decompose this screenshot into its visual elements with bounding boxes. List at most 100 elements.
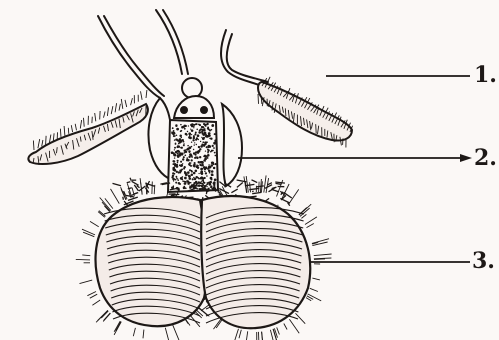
stipple-dot [201,168,203,170]
stipple-dot [194,144,195,145]
stipple-dot [202,126,204,128]
stipple-dot [198,178,200,180]
stipple-dot [205,126,206,127]
stipple-dot [196,123,198,125]
stipple-dot [205,166,208,169]
head-cap [174,96,214,118]
stipple-dot [173,135,175,137]
hair [165,328,168,340]
stipple-dot [188,175,189,176]
stipple-dot [188,125,189,126]
left-eye-dot [181,107,187,113]
left-tarsal-pad [28,90,147,165]
hair [246,331,248,340]
stipple-dot [177,162,179,164]
pad-hair [125,100,127,107]
stipple-dot [182,163,183,164]
hair [92,300,100,305]
stipple-dot [186,159,189,162]
pad-hair [285,108,286,116]
stipple-dot [198,131,201,134]
stipple-dot [206,146,208,148]
stippled-neck [168,120,218,192]
stipple-dot [184,166,186,168]
stipple-dot [180,161,182,163]
stipple-dot [179,164,181,166]
stipple-dot [204,128,206,130]
stipple-dot [206,123,208,125]
stipple-dot [199,156,201,158]
stipple-dot [201,164,204,167]
stipple-dot [182,158,184,160]
pad-hair [316,124,317,134]
stipple-dot [212,145,214,147]
stipple-dot [177,150,179,152]
pad-hair [146,90,147,98]
hair [90,221,99,226]
stipple-dot [191,146,193,148]
stipple-dot [186,151,187,152]
label-3: 3. [472,250,495,272]
stipple-dot [187,171,190,174]
stipple-dot [204,171,205,172]
stipple-dot [193,172,196,175]
junction-hair [134,193,138,194]
pad-hair [71,125,72,132]
hair [96,310,108,322]
stipple-dot [178,153,181,156]
stipple-dot [214,152,216,154]
pad-hair [75,124,76,131]
stipple-dot [198,173,199,174]
stipple-dot [190,154,192,156]
stipple-dot [204,158,207,161]
stipple-dot [204,155,207,158]
hair [239,330,241,339]
stipple-dot [191,170,193,172]
right-clamp [222,104,242,186]
stipple-dot [197,152,199,154]
left-leg-upper-inner [104,16,164,96]
pad-hair [104,112,106,118]
label-2: 2. [474,147,497,169]
stipple-dot [171,151,174,154]
stipple-dot [194,133,196,135]
stipple-dot [194,142,195,143]
pad-hair [68,128,69,134]
pad-hair [131,98,133,105]
stipple-dot [184,182,187,185]
stipple-dot [213,167,215,169]
hair [140,178,142,194]
stipple-dot [191,174,194,177]
stipple-dot [201,171,203,173]
central-stalk-right [163,10,188,74]
stipple-dot [191,123,194,126]
pad-hair [80,120,81,128]
stipple-dot [173,180,174,181]
stipple-dot [179,169,182,172]
hair [264,175,266,192]
stipple-dot [213,182,216,185]
stipple-dot [184,177,187,180]
pad-hair [121,99,123,109]
stipple-dot [210,151,212,153]
stipple-dot [180,147,181,148]
stipple-dot [191,129,194,132]
stipple-dot [211,170,214,173]
stipple-dot [214,163,216,165]
stipple-dot [212,174,214,176]
pad-hair [107,107,108,116]
stipple-dot [206,186,207,187]
stipple-dot [200,141,201,142]
stipple-dot [173,169,176,172]
stipple-dot [206,141,208,143]
stipple-dot [185,149,186,150]
stipple-dot [176,128,179,131]
stipple-dot [213,163,215,165]
abdomen-lobes [96,196,311,328]
stipple-dot [181,137,183,139]
stipple-dot [207,168,209,170]
hair [90,294,97,298]
stipple-dot [178,182,181,185]
label-1: 1. [474,64,497,86]
